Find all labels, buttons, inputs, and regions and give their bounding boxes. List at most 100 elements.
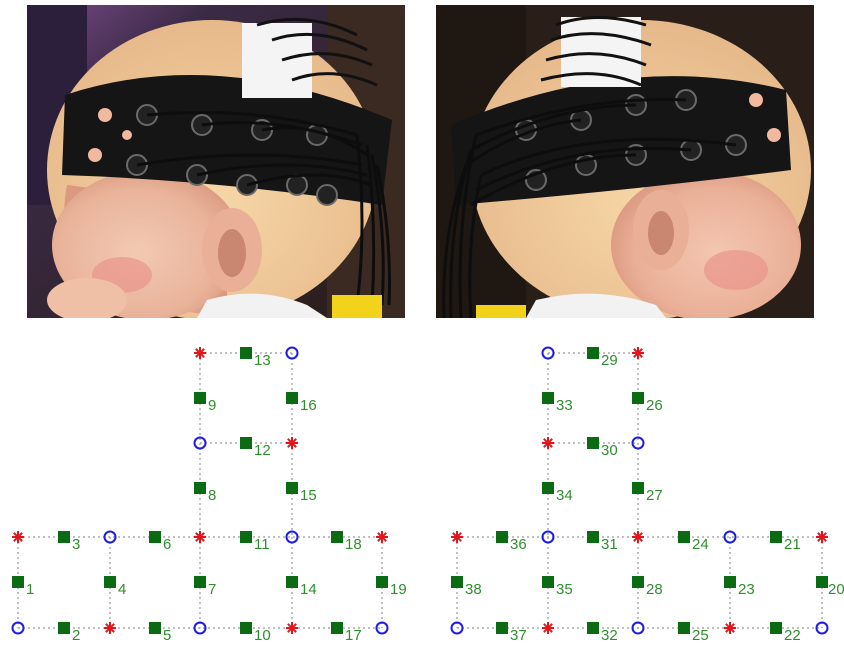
detector-marker [103, 530, 117, 544]
source-stroke [452, 532, 462, 542]
channel-marker [496, 622, 508, 634]
channel-label: 21 [784, 536, 801, 553]
source-stroke [543, 438, 553, 448]
channel-marker [542, 576, 554, 588]
channel-label: 22 [784, 627, 801, 644]
detector-marker [193, 621, 207, 635]
channel-marker [240, 531, 252, 543]
channel-marker [632, 482, 644, 494]
channel-marker [770, 531, 782, 543]
channel-label: 8 [208, 487, 216, 504]
channel-marker [816, 576, 828, 588]
channel-label: 5 [163, 627, 171, 644]
channel-label: 18 [345, 536, 362, 553]
detector-marker [285, 530, 299, 544]
channel-marker [149, 531, 161, 543]
channel-marker [286, 576, 298, 588]
channel-label: 36 [510, 536, 527, 553]
channel-label: 33 [556, 397, 573, 414]
channel-marker [104, 576, 116, 588]
channel-marker [587, 437, 599, 449]
channel-marker [240, 347, 252, 359]
channel-marker [587, 531, 599, 543]
channel-marker [240, 622, 252, 634]
channel-label: 12 [254, 442, 271, 459]
channel-label: 23 [738, 581, 755, 598]
source-stroke [817, 532, 827, 542]
channel-label: 26 [646, 397, 663, 414]
channel-label: 14 [300, 581, 317, 598]
channel-label: 25 [692, 627, 709, 644]
source-marker [194, 347, 206, 359]
source-stroke [195, 348, 205, 358]
channel-label: 6 [163, 536, 171, 553]
source-stroke [195, 532, 205, 542]
source-marker [286, 437, 298, 449]
channel-marker [770, 622, 782, 634]
channel-marker [194, 482, 206, 494]
channel-marker [194, 576, 206, 588]
channel-label: 16 [300, 397, 317, 414]
source-marker [376, 531, 388, 543]
channel-label: 3 [72, 536, 80, 553]
source-stroke [377, 532, 387, 542]
channel-marker [194, 392, 206, 404]
source-marker [286, 622, 298, 634]
channel-label: 10 [254, 627, 271, 644]
optode-markers [11, 346, 829, 635]
photo-right-view [436, 5, 814, 318]
channel-marker [331, 622, 343, 634]
channel-marker [542, 392, 554, 404]
source-stroke [633, 532, 643, 542]
detector-marker [631, 621, 645, 635]
channel-label: 17 [345, 627, 362, 644]
source-marker [816, 531, 828, 543]
detector-marker [450, 621, 464, 635]
source-marker [451, 531, 463, 543]
infant-left-profile-image [27, 5, 405, 318]
detector-marker [285, 346, 299, 360]
channel-label: 30 [601, 442, 618, 459]
channel-label: 19 [390, 581, 407, 598]
channel-label: 11 [254, 536, 270, 553]
channel-marker [286, 482, 298, 494]
channel-label: 7 [208, 581, 216, 598]
connector-lines [17, 352, 823, 629]
channel-marker [331, 531, 343, 543]
source-marker [542, 622, 554, 634]
channel-marker [58, 531, 70, 543]
channel-label: 32 [601, 627, 618, 644]
channel-label: 34 [556, 487, 573, 504]
detector-marker [541, 530, 555, 544]
channel-marker [587, 622, 599, 634]
source-marker [632, 531, 644, 543]
channel-marker [678, 622, 690, 634]
channel-marker [587, 347, 599, 359]
channel-marker [240, 437, 252, 449]
detector-marker [631, 436, 645, 450]
channel-label: 28 [646, 581, 663, 598]
source-marker [542, 437, 554, 449]
source-stroke [13, 532, 23, 542]
source-stroke [287, 438, 297, 448]
channel-marker [376, 576, 388, 588]
channel-marker [12, 576, 24, 588]
infant-right-profile-image [436, 5, 814, 318]
channel-label: 15 [300, 487, 317, 504]
source-marker [12, 531, 24, 543]
detector-marker [541, 346, 555, 360]
channel-label: 13 [254, 352, 271, 369]
channel-label: 35 [556, 581, 573, 598]
detector-marker [193, 436, 207, 450]
detector-marker [375, 621, 389, 635]
channel-marker [451, 576, 463, 588]
channel-label: 9 [208, 397, 216, 414]
photo-left-view [27, 5, 405, 318]
channel-marker [286, 392, 298, 404]
channel-marker [678, 531, 690, 543]
channel-marker [58, 622, 70, 634]
detector-marker [11, 621, 25, 635]
channel-marker [632, 576, 644, 588]
